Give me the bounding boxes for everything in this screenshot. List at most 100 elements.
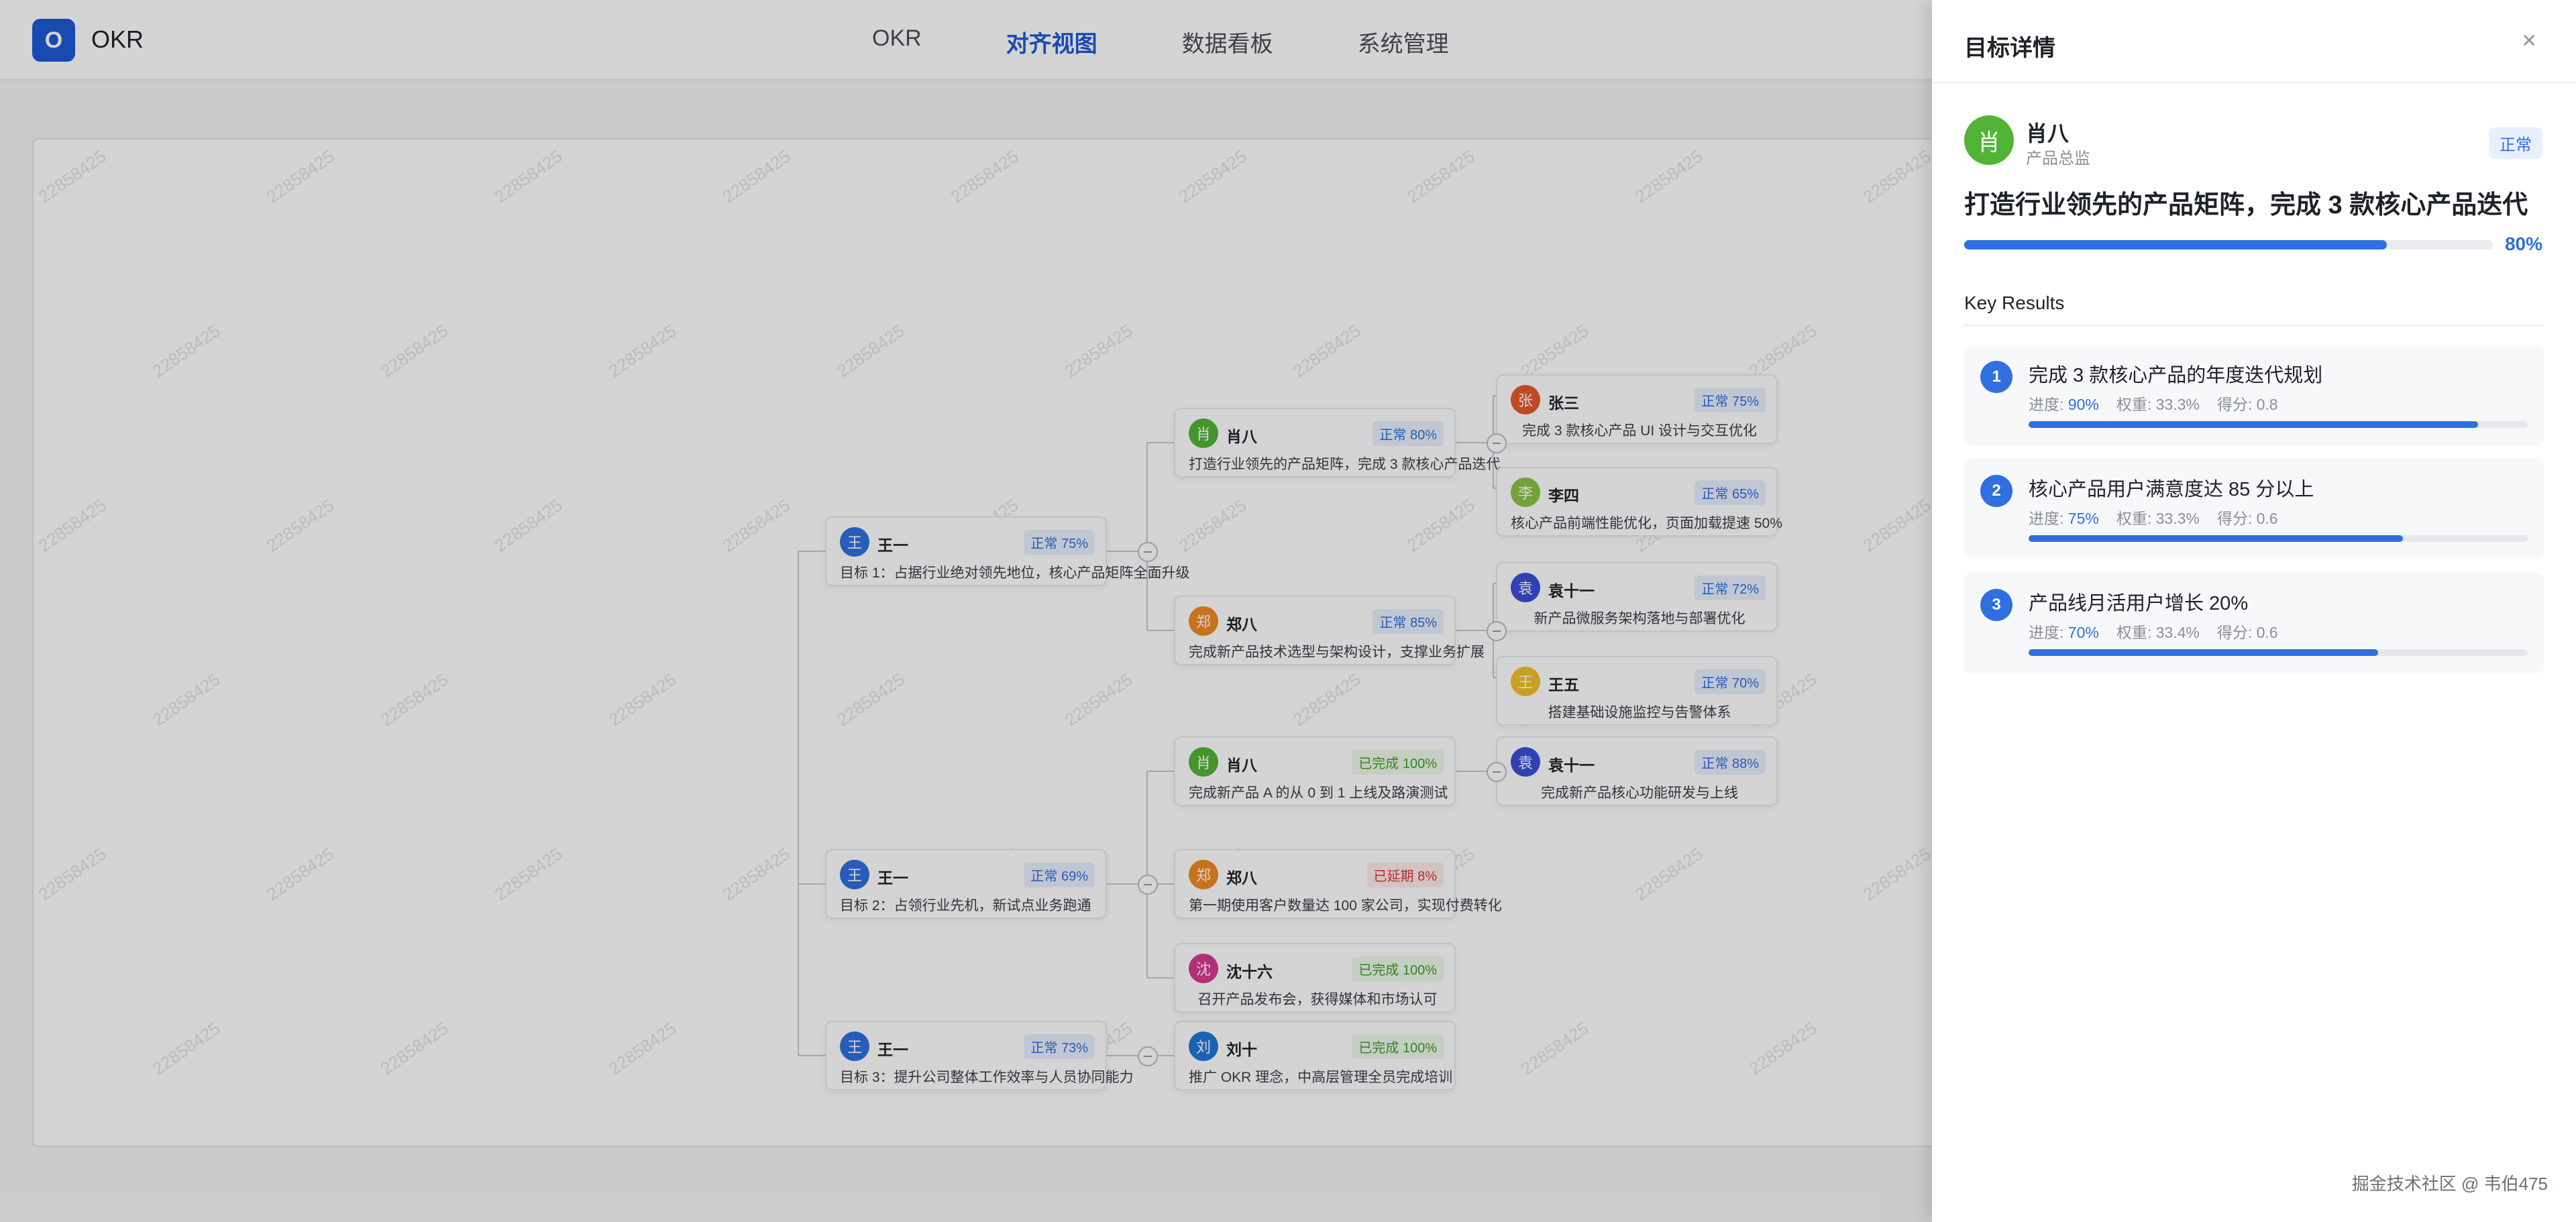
tree-node[interactable]: 袁袁十一 正常 88% 完成新产品核心功能研发与上线 [1496, 736, 1778, 806]
avatar: 沈 [1189, 954, 1218, 983]
kr-score: 得分: 0.6 [2216, 624, 2278, 641]
close-icon[interactable]: × [2522, 26, 2536, 54]
tree-node[interactable]: 王王一正常 69%目标 2：占领行业先机，新试点业务跑通 [825, 849, 1107, 919]
key-result-card[interactable]: 1 完成 3 款核心产品的年度迭代规划 进度: 90%权重: 33.3%得分: … [1964, 345, 2544, 445]
kr-progress-bar [2029, 649, 2528, 656]
tree-node[interactable]: 肖肖八正常 80%打造行业领先的产品矩阵，完成 3 款核心产品迭代 [1174, 408, 1501, 478]
kr-progress-fill [2029, 649, 2378, 656]
avatar: 王 [840, 1032, 869, 1061]
app-title: OKR [91, 25, 144, 53]
kr-number-badge: 1 [1980, 361, 2012, 393]
collapse-toggle-icon[interactable] [1487, 433, 1507, 453]
tab-data-dashboard[interactable]: 数据看板 [1181, 32, 1273, 57]
node-owner: 袁十一 [1548, 582, 1595, 600]
status-badge: 已完成 100% [1352, 750, 1444, 775]
avatar: 李 [1511, 478, 1540, 507]
kr-progress-value: 90% [2068, 396, 2099, 413]
kr-progress-label: 进度: [2029, 396, 2064, 413]
tree-node[interactable]: 郑郑八正常 85%完成新产品技术选型与架构设计，支撑业务扩展 [1174, 596, 1485, 665]
status-badge: 已延期 8% [1366, 863, 1444, 887]
collapse-toggle-icon[interactable] [1138, 542, 1158, 562]
app-logo[interactable]: O [32, 19, 75, 62]
avatar: 肖 [1189, 419, 1218, 448]
kr-meta: 进度: 70%权重: 33.4%得分: 0.6 [2029, 620, 2278, 643]
node-objective-text: 完成新产品核心功能研发与上线 [1541, 785, 1738, 801]
kr-text: 完成 3 款核心产品的年度迭代规划 [2029, 365, 2323, 386]
kr-progress-value: 70% [2068, 624, 2099, 641]
kr-progress-value: 75% [2068, 510, 2099, 527]
collapse-toggle-icon[interactable] [1138, 875, 1158, 895]
tree-node[interactable]: 王王五 正常 70% 搭建基础设施监控与告警体系 [1496, 656, 1778, 726]
node-objective-text: 目标 2：占领行业先机，新试点业务跑通 [840, 898, 1091, 913]
tree-node[interactable]: 王王一正常 75%目标 1：占据行业绝对领先地位，核心产品矩阵全面升级 [825, 516, 1190, 586]
tree-node[interactable]: 王王一正常 73%目标 3：提升公司整体工作效率与人员协同能力 [825, 1021, 1134, 1091]
status-badge: 正常 75% [1695, 388, 1766, 412]
status-badge: 正常 75% [1024, 530, 1095, 555]
tab-system-management[interactable]: 系统管理 [1357, 32, 1449, 57]
node-owner: 王一 [877, 537, 908, 554]
node-objective-text: 召开产品发布会，获得媒体和市场认可 [1197, 992, 1438, 1007]
owner-name: 肖八 [2026, 121, 2070, 146]
objective-detail-drawer: 目标详情 × 肖 肖八 产品总监 正常 打造行业领先的产品矩阵，完成 3 款核心… [1932, 0, 2576, 1222]
node-owner: 张三 [1548, 394, 1579, 412]
node-objective-text: 完成新产品 A 的从 0 到 1 上线及路演测试 [1189, 785, 1448, 801]
avatar: 刘 [1189, 1032, 1218, 1061]
objective-title: 打造行业领先的产品矩阵，完成 3 款核心产品迭代 [1964, 191, 2528, 219]
avatar: 袁 [1511, 747, 1540, 777]
node-objective-text: 新产品微服务架构落地与部署优化 [1534, 611, 1746, 626]
tree-node[interactable]: 李李四正常 65%核心产品前端性能优化，页面加载提速 50% [1496, 467, 1782, 537]
key-result-card[interactable]: 2 核心产品用户满意度达 85 分以上 进度: 75%权重: 33.3%得分: … [1964, 459, 2544, 559]
collapse-toggle-icon[interactable] [1487, 762, 1507, 782]
node-objective-text: 核心产品前端性能优化，页面加载提速 50% [1511, 516, 1782, 531]
status-badge: 正常 72% [1695, 575, 1766, 600]
owner-role: 产品总监 [2026, 150, 2090, 168]
status-badge: 正常 88% [1695, 750, 1766, 775]
tree-node[interactable]: 沈沈十六已完成 100%召开产品发布会，获得媒体和市场认可 [1174, 943, 1456, 1013]
tree-node[interactable]: 刘刘十已完成 100%推广 OKR 理念，中高层管理全员完成培训 [1174, 1021, 1456, 1091]
node-owner: 郑八 [1226, 616, 1257, 633]
collapse-toggle-icon[interactable] [1138, 1046, 1158, 1066]
avatar: 王 [840, 860, 869, 889]
node-objective-text: 目标 3：提升公司整体工作效率与人员协同能力 [840, 1070, 1134, 1085]
node-owner: 王一 [877, 869, 908, 887]
node-owner: 李四 [1548, 487, 1579, 504]
status-badge: 正常 85% [1373, 609, 1444, 634]
avatar: 王 [840, 527, 869, 557]
tree-node[interactable]: 张张三 正常 75% 完成 3 款核心产品 UI 设计与交互优化 [1496, 374, 1778, 444]
key-result-card[interactable]: 3 产品线月活用户增长 20% 进度: 70%权重: 33.4%得分: 0.6 [1964, 573, 2544, 673]
tab-alignment-view[interactable]: 对齐视图 [1006, 32, 1097, 57]
kr-progress-bar [2029, 421, 2528, 428]
kr-text: 产品线月活用户增长 20% [2029, 593, 2249, 614]
node-owner: 肖八 [1226, 757, 1257, 774]
node-objective-text: 完成 3 款核心产品 UI 设计与交互优化 [1521, 423, 1758, 439]
status-badge: 已完成 100% [1352, 956, 1444, 981]
kr-score: 得分: 0.8 [2216, 396, 2278, 413]
kr-score: 得分: 0.6 [2216, 510, 2278, 527]
collapse-toggle-icon[interactable] [1487, 621, 1507, 641]
node-owner: 袁十一 [1548, 757, 1595, 774]
tree-node[interactable]: 郑郑八已延期 8%第一期使用客户数量达 100 家公司，实现付费转化 [1174, 849, 1502, 919]
kr-progress-fill [2029, 535, 2403, 542]
key-results-divider [1964, 325, 2544, 326]
kr-weight: 权重: 33.3% [2116, 510, 2200, 527]
avatar: 肖 [1189, 747, 1218, 777]
tree-node[interactable]: 袁袁十一 正常 72% 新产品微服务架构落地与部署优化 [1496, 562, 1778, 632]
node-objective-text: 搭建基础设施监控与告警体系 [1548, 705, 1731, 720]
tab-okr[interactable]: OKR [872, 25, 922, 51]
node-owner: 王五 [1548, 676, 1579, 693]
avatar: 郑 [1189, 860, 1218, 889]
objective-progress-fill [1964, 240, 2387, 249]
objective-progress-bar [1964, 240, 2493, 249]
avatar: 张 [1511, 385, 1540, 414]
status-badge: 正常 80% [1373, 421, 1444, 446]
status-badge: 正常 70% [1695, 669, 1766, 694]
avatar: 王 [1511, 667, 1540, 696]
kr-number-badge: 2 [1980, 475, 2012, 507]
drawer-title: 目标详情 [1964, 36, 2055, 61]
avatar: 袁 [1511, 573, 1540, 602]
tree-node[interactable]: 肖肖八 已完成 100% 完成新产品 A 的从 0 到 1 上线及路演测试 [1174, 736, 1456, 806]
node-objective-text: 打造行业领先的产品矩阵，完成 3 款核心产品迭代 [1189, 457, 1501, 472]
node-objective-text: 完成新产品技术选型与架构设计，支撑业务扩展 [1189, 645, 1485, 660]
objective-progress-percent: 80% [2504, 233, 2542, 254]
